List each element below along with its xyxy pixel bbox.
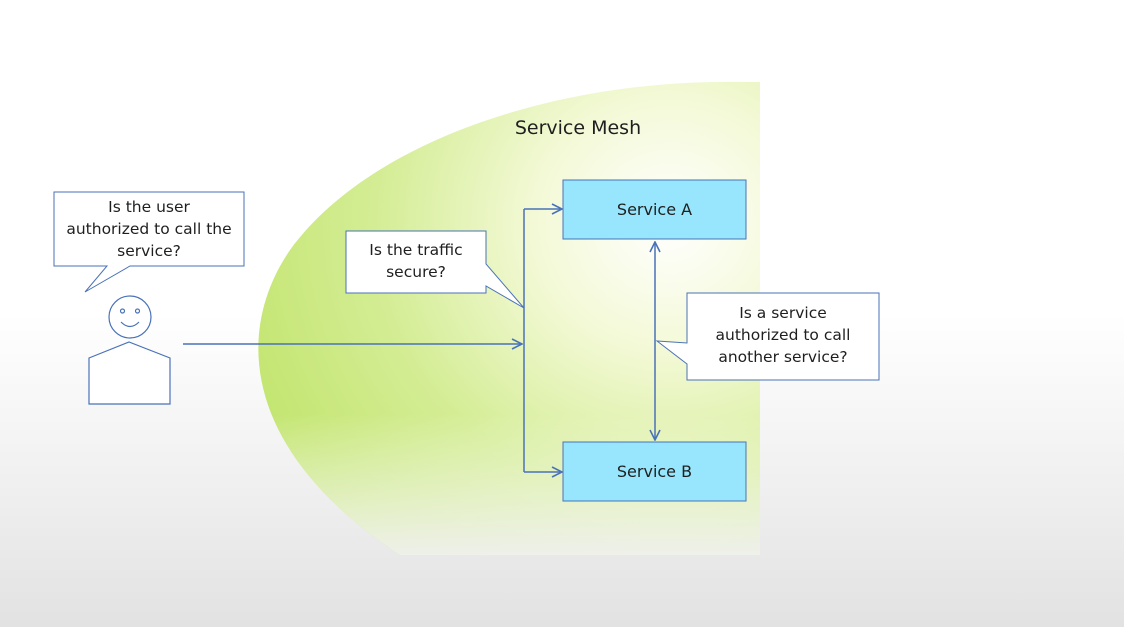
user-icon: [88, 295, 171, 405]
connectors: [183, 209, 655, 472]
service-a-box: [562, 179, 747, 240]
user-authorization-callout: [53, 191, 245, 293]
traffic-security-callout: [345, 230, 525, 309]
service-authorization-callout: [655, 292, 880, 381]
service-b-box: [562, 441, 747, 502]
